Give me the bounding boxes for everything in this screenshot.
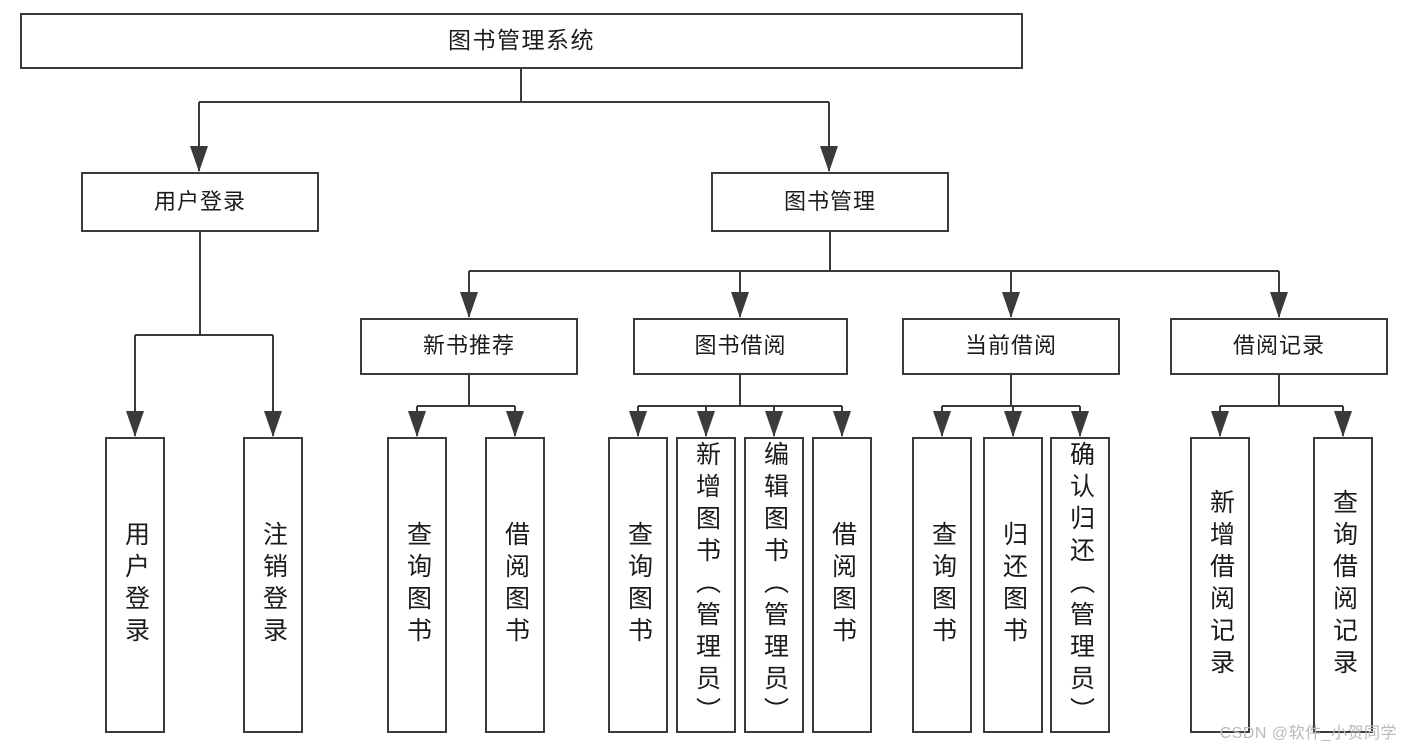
node-leaf-borrow-book-1[interactable]: 借阅图书 (485, 437, 545, 733)
arrowhead-current-borrow-2 (1071, 411, 1089, 437)
node-label: 查询图书 (624, 521, 653, 649)
node-label: 注销登录 (259, 521, 288, 649)
node-label: 查询借阅记录 (1329, 489, 1358, 681)
arrowhead-book-borrow-0 (629, 411, 647, 437)
node-label: 图书管理系统 (448, 27, 595, 54)
node-label: 确认归还（管理员） (1066, 441, 1095, 729)
node-current-borrow[interactable]: 当前借阅 (902, 318, 1120, 375)
arrowhead-book-borrow-2 (765, 411, 783, 437)
arrowhead-root-1 (820, 146, 838, 172)
arrowhead-book-manage-0 (460, 292, 478, 318)
arrowhead-borrow-record-0 (1211, 411, 1229, 437)
node-book-borrow[interactable]: 图书借阅 (633, 318, 848, 375)
node-label: 新增借阅记录 (1206, 489, 1235, 681)
arrowhead-root-0 (190, 146, 208, 172)
node-leaf-query-record[interactable]: 查询借阅记录 (1313, 437, 1373, 733)
node-label: 借阅记录 (1232, 333, 1325, 359)
arrowhead-book-manage-3 (1270, 292, 1288, 318)
arrowhead-book-manage-1 (731, 292, 749, 318)
node-leaf-confirm-return[interactable]: 确认归还（管理员） (1050, 437, 1110, 733)
node-label: 当前借阅 (964, 333, 1057, 359)
node-label: 查询图书 (403, 521, 432, 649)
node-label: 用户登录 (121, 521, 150, 649)
node-label: 图书管理 (783, 188, 876, 214)
arrowhead-book-borrow-1 (697, 411, 715, 437)
node-leaf-query-book-3[interactable]: 查询图书 (912, 437, 972, 733)
node-leaf-borrow-book-2[interactable]: 借阅图书 (812, 437, 872, 733)
node-leaf-add-record[interactable]: 新增借阅记录 (1190, 437, 1250, 733)
node-leaf-add-book[interactable]: 新增图书（管理员） (676, 437, 736, 733)
node-leaf-return-book[interactable]: 归还图书 (983, 437, 1043, 733)
node-leaf-edit-book[interactable]: 编辑图书（管理员） (744, 437, 804, 733)
node-label: 图书借阅 (694, 333, 787, 359)
node-label: 编辑图书（管理员） (760, 441, 789, 729)
arrowhead-user-login-0 (126, 411, 144, 437)
node-borrow-record[interactable]: 借阅记录 (1170, 318, 1388, 375)
node-leaf-user-login[interactable]: 用户登录 (105, 437, 165, 733)
arrowhead-book-manage-2 (1002, 292, 1020, 318)
node-book-manage[interactable]: 图书管理 (711, 172, 949, 232)
node-label: 借阅图书 (828, 521, 857, 649)
arrowhead-book-borrow-3 (833, 411, 851, 437)
node-user-login[interactable]: 用户登录 (81, 172, 319, 232)
arrowhead-new-book-recommend-0 (408, 411, 426, 437)
node-label: 新增图书（管理员） (692, 441, 721, 729)
node-leaf-query-book-2[interactable]: 查询图书 (608, 437, 668, 733)
arrowhead-current-borrow-1 (1004, 411, 1022, 437)
arrowhead-current-borrow-0 (933, 411, 951, 437)
arrowhead-borrow-record-1 (1334, 411, 1352, 437)
node-label: 新书推荐 (422, 333, 515, 359)
node-label: 借阅图书 (501, 521, 530, 649)
node-root[interactable]: 图书管理系统 (20, 13, 1023, 69)
node-leaf-logout[interactable]: 注销登录 (243, 437, 303, 733)
node-label: 查询图书 (928, 521, 957, 649)
arrowhead-user-login-1 (264, 411, 282, 437)
node-new-book-recommend[interactable]: 新书推荐 (360, 318, 578, 375)
node-leaf-query-book-1[interactable]: 查询图书 (387, 437, 447, 733)
node-label: 归还图书 (999, 521, 1028, 649)
node-label: 用户登录 (153, 188, 246, 214)
arrowhead-new-book-recommend-1 (506, 411, 524, 437)
